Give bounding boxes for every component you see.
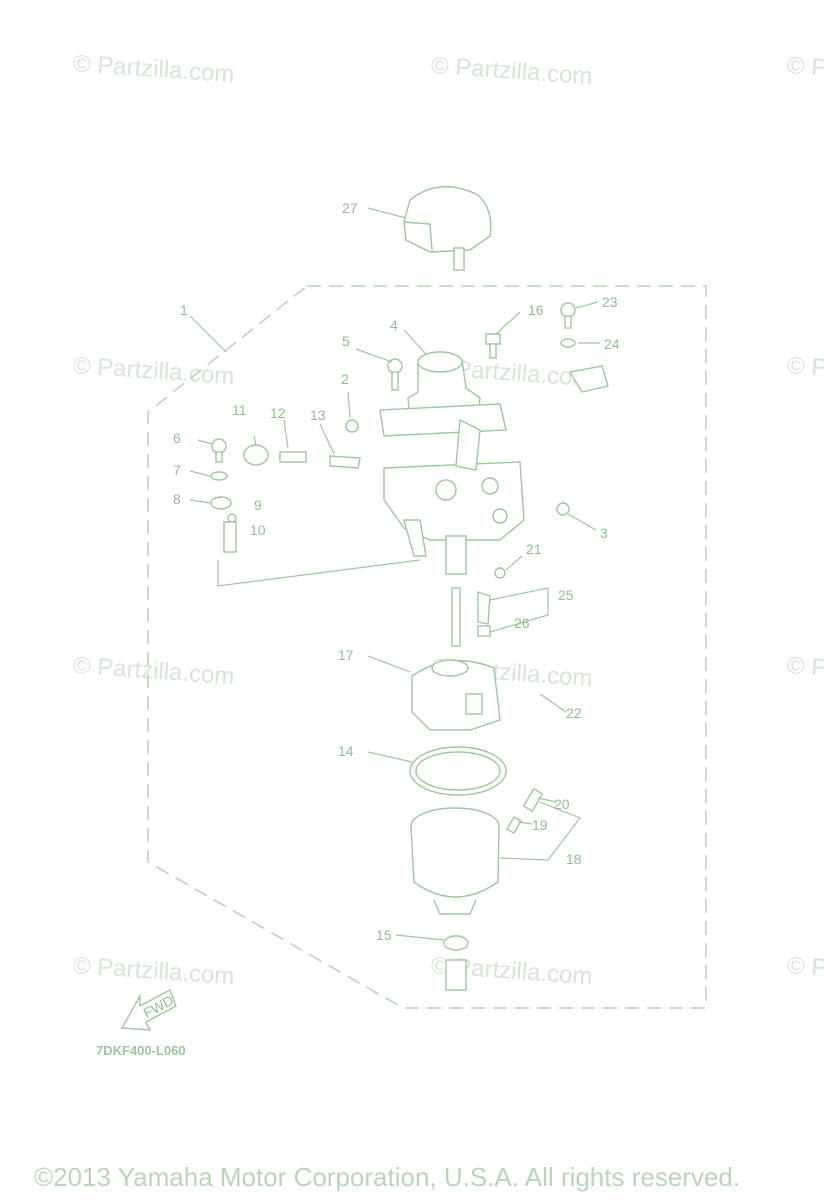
callout-22: 22: [566, 705, 582, 721]
callout-18: 18: [566, 851, 582, 867]
callout-14: 14: [338, 743, 354, 759]
copyright-notice: ©2013 Yamaha Motor Corporation, U.S.A. A…: [34, 1162, 741, 1192]
part-27-cover: [403, 185, 492, 271]
callout-15: 15: [376, 927, 392, 943]
callout-4: 4: [390, 317, 398, 333]
callout-8: 8: [173, 491, 181, 507]
callout-25: 25: [558, 587, 574, 603]
part-carb-body: [383, 365, 609, 575]
callout-2: 2: [341, 371, 349, 387]
callout-23: 23: [602, 294, 618, 310]
callout-11: 11: [232, 402, 247, 418]
callout-19: 19: [532, 817, 548, 833]
callout-17: 17: [338, 647, 354, 663]
callout-16: 16: [528, 302, 544, 318]
callout-10: 10: [250, 522, 266, 538]
callout-13: 13: [310, 407, 326, 423]
callout-1: 1: [180, 302, 188, 318]
diagram-code: 7DKF400-L060: [96, 1043, 186, 1058]
leader-lines: [189, 301, 600, 941]
callout-20: 20: [554, 796, 570, 812]
small-parts: [210, 302, 576, 647]
callout-21: 21: [526, 541, 542, 557]
callout-7: 7: [173, 462, 181, 478]
callout-26: 26: [514, 615, 530, 631]
callout-3: 3: [600, 525, 608, 541]
part-15-washer: [443, 935, 469, 951]
callout-9: 9: [254, 497, 262, 513]
drain-screw: [445, 959, 467, 991]
callout-24: 24: [604, 336, 620, 352]
assembly-boundary: [147, 285, 707, 1009]
callout-5: 5: [342, 333, 350, 349]
fwd-arrow-icon: FWD: [120, 989, 177, 1031]
part-17-float: [411, 659, 501, 731]
callout-12: 12: [270, 405, 286, 421]
part-18-float-bowl: [410, 807, 500, 915]
callout-27: 27: [342, 200, 358, 216]
callout-numbers: 27 1 4 16 23 5 24 2 11 12 13 6 7 8 9 10 …: [173, 200, 620, 943]
callout-6: 6: [173, 430, 181, 446]
